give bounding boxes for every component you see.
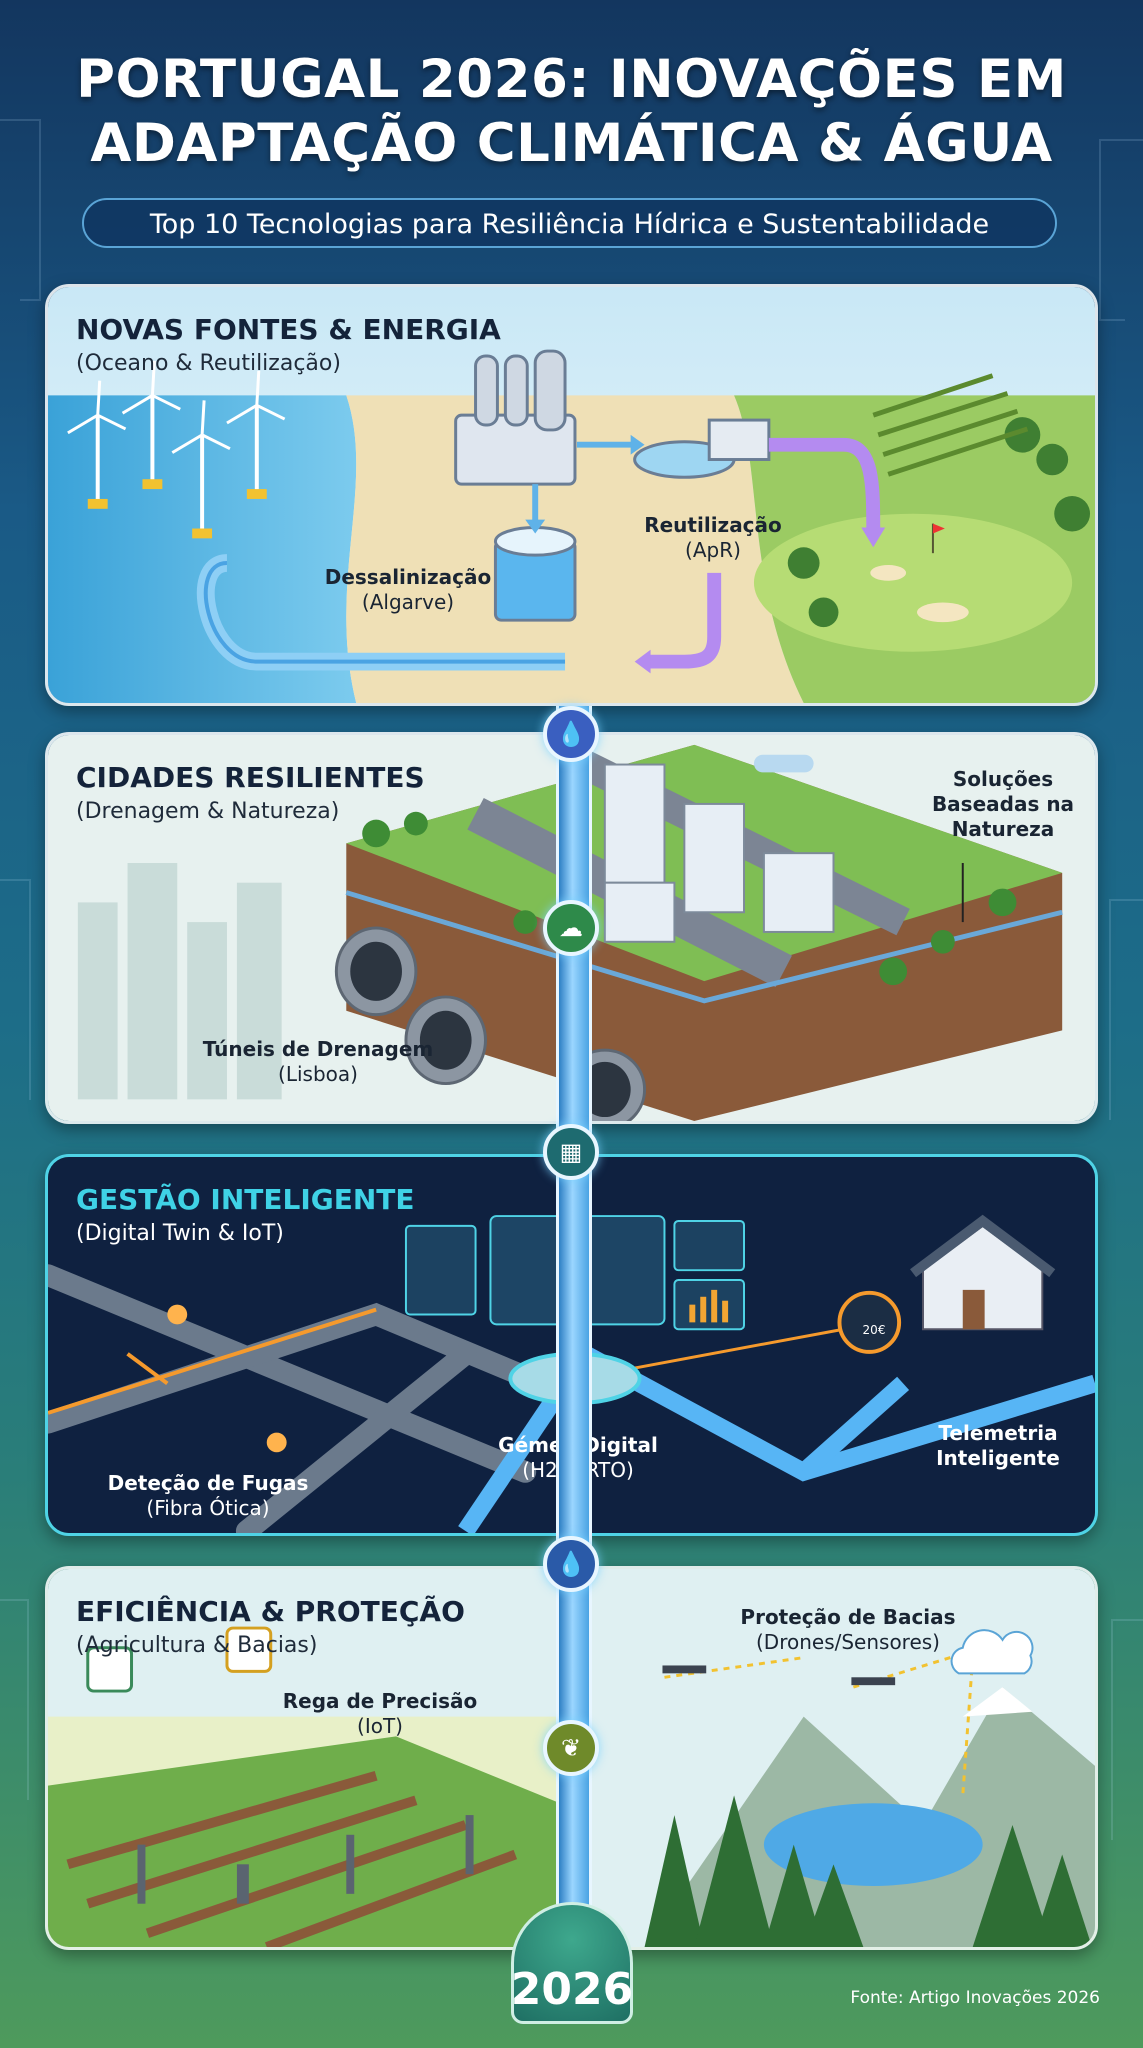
label-precision-irrigation-detail: (IoT) bbox=[357, 1714, 403, 1738]
label-precision-irrigation-name: Rega de Precisão bbox=[282, 1689, 478, 1713]
panel-1-subtitle: (Oceano & Reutilização) bbox=[76, 351, 341, 376]
label-drainage-tunnels-name: Túneis de Drenagem bbox=[202, 1037, 434, 1061]
label-reuse-name: Reutilização bbox=[644, 513, 782, 537]
title-line-2: ADAPTAÇÃO CLIMÁTICA & ÁGUA bbox=[90, 113, 1053, 174]
label-smart-telemetry-name: Telemetria Inteligente bbox=[936, 1421, 1060, 1470]
panel-4-scene bbox=[48, 1569, 1095, 1947]
source-credit: Fonte: Artigo Inovações 2026 bbox=[850, 1988, 1100, 2008]
panel-3-subtitle: (Digital Twin & IoT) bbox=[76, 1221, 284, 1246]
panel-1-scene bbox=[48, 287, 1095, 703]
panel-3-title: GESTÃO INTELIGENTE bbox=[76, 1183, 415, 1216]
panel-1-title: NOVAS FONTES & ENERGIA bbox=[76, 313, 501, 346]
label-smart-telemetry: Telemetria Inteligente bbox=[928, 1421, 1068, 1471]
leaf-drop-icon bbox=[511, 1902, 633, 2024]
label-leak-detection: Deteção de Fugas (Fibra Ótica) bbox=[88, 1471, 328, 1521]
panel-2-subtitle: (Drenagem & Natureza) bbox=[76, 799, 340, 824]
title-line-1: PORTUGAL 2026: INOVAÇÕES EM bbox=[76, 49, 1067, 110]
panel-4-subtitle: (Agricultura & Bacias) bbox=[76, 1633, 318, 1658]
footer-year: 2026 bbox=[510, 1964, 634, 2015]
label-precision-irrigation: Rega de Precisão (IoT) bbox=[280, 1689, 480, 1739]
water-drop-icon: 💧 bbox=[543, 706, 599, 762]
panel-4-title: EFICIÊNCIA & PROTEÇÃO bbox=[76, 1595, 465, 1628]
page-title: PORTUGAL 2026: INOVAÇÕES EM ADAPTAÇÃO CL… bbox=[0, 48, 1143, 176]
label-drainage-tunnels-detail: (Lisboa) bbox=[278, 1062, 358, 1086]
label-desalination: Dessalinização (Algarve) bbox=[318, 565, 498, 615]
cloud-rain-icon: ☁ bbox=[543, 900, 599, 956]
label-leak-detection-name: Deteção de Fugas bbox=[107, 1471, 309, 1495]
panel-new-sources: NOVAS FONTES & ENERGIA (Oceano & Reutili… bbox=[45, 284, 1098, 706]
label-desalination-name: Dessalinização bbox=[324, 565, 492, 589]
panel-2-title: CIDADES RESILIENTES bbox=[76, 761, 425, 794]
label-basin-protection-name: Proteção de Bacias bbox=[740, 1605, 956, 1629]
label-nature-solutions: Soluções Baseadas na Natureza bbox=[928, 767, 1078, 842]
subtitle-banner: Top 10 Tecnologias para Resiliência Hídr… bbox=[82, 198, 1057, 248]
label-basin-protection: Proteção de Bacias (Drones/Sensores) bbox=[723, 1605, 973, 1655]
meter-display: 20€ bbox=[862, 1323, 886, 1337]
label-reuse-detail: (ApR) bbox=[685, 538, 741, 562]
panel-efficiency-protection: EFICIÊNCIA & PROTEÇÃO (Agricultura & Bac… bbox=[45, 1566, 1098, 1950]
chip-icon: ▦ bbox=[543, 1124, 599, 1180]
hand-plant-icon: ❦ bbox=[543, 1720, 599, 1776]
water-drop-icon: 💧 bbox=[543, 1536, 599, 1592]
label-drainage-tunnels: Túneis de Drenagem (Lisboa) bbox=[198, 1037, 438, 1087]
label-reuse: Reutilização (ApR) bbox=[638, 513, 788, 563]
label-nature-solutions-name: Soluções Baseadas na Natureza bbox=[931, 767, 1075, 841]
label-desalination-detail: (Algarve) bbox=[361, 590, 455, 614]
label-basin-protection-detail: (Drones/Sensores) bbox=[755, 1630, 940, 1654]
label-leak-detection-detail: (Fibra Ótica) bbox=[146, 1496, 270, 1520]
